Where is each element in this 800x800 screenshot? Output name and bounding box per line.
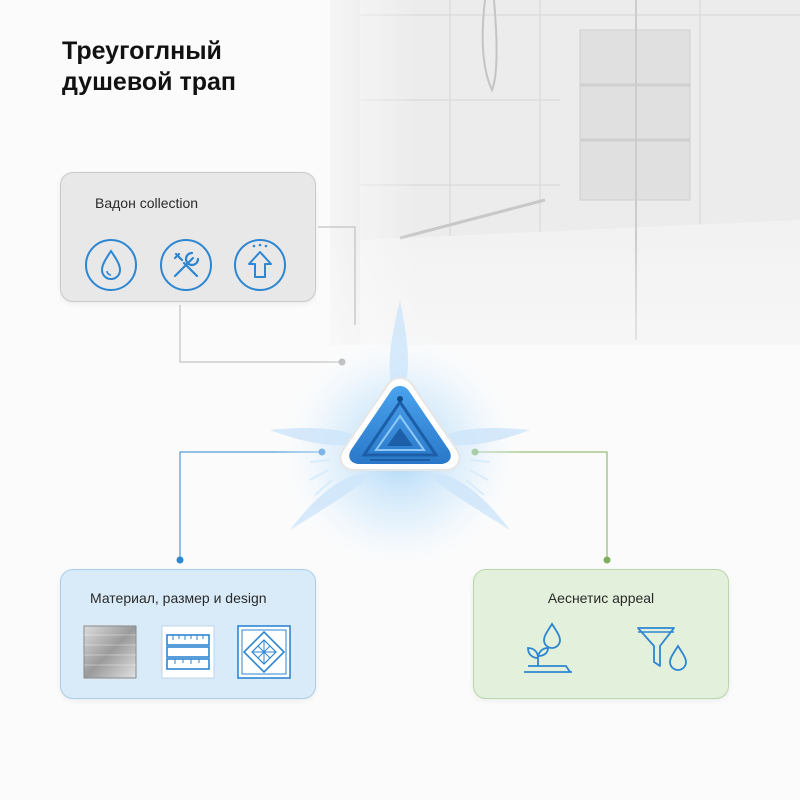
card-material: Материал, размер и design: [60, 569, 316, 699]
connector-left: [179, 451, 322, 560]
card-material-label: Материал, размер и design: [90, 590, 267, 606]
card-aesthetic: Аеснетис appeal: [473, 569, 729, 699]
card-collection: Вадон collection: [60, 172, 316, 302]
tools-icon: [160, 239, 212, 291]
connector-top-right: [318, 226, 356, 325]
filter-funnel-icon: [637, 627, 687, 671]
ruler-icon: [161, 625, 215, 679]
arrow-up-icon: [234, 239, 286, 291]
plant-water-icon: [524, 622, 572, 673]
card-aesthetic-label: Аеснетис appeal: [547, 590, 655, 606]
connector-top-down: [179, 305, 342, 363]
water-drop-icon: [85, 239, 137, 291]
card-collection-label: Вадон collection: [95, 195, 199, 211]
page-title: Треугоглный душевой трап: [62, 37, 236, 96]
triangular-drain: [270, 300, 530, 560]
metal-texture-icon: [83, 625, 137, 679]
pattern-tile-icon: [237, 625, 291, 679]
